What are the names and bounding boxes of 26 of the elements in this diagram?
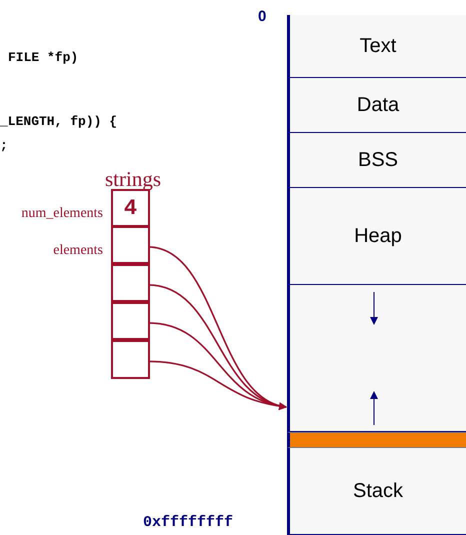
memory-segment	[287, 448, 466, 535]
field-name: elements	[53, 243, 103, 259]
field-value: 4	[124, 196, 138, 220]
field-name: num_elements	[21, 206, 103, 222]
address-label: 0	[258, 8, 266, 25]
marker-bar	[287, 432, 466, 448]
segment-label: Heap	[354, 224, 402, 248]
segment-label: Data	[356, 94, 400, 116]
free-memory-region	[287, 285, 466, 432]
segment-label: Stack	[352, 480, 404, 502]
pointer-cell	[111, 302, 150, 340]
memory-segment	[287, 133, 466, 188]
address-label: 0xffffffff	[143, 514, 234, 531]
struct-name: strings	[105, 168, 162, 190]
segment-label: BSS	[358, 148, 398, 172]
code-line: _LENGTH, fp)) {	[0, 114, 118, 129]
memory-segment	[287, 188, 466, 285]
pointer-cell	[111, 340, 150, 379]
segment-label: Text	[360, 34, 396, 58]
pointer-cell	[111, 264, 150, 302]
field-cell	[111, 189, 150, 227]
pointer-cell	[111, 226, 150, 264]
memory-segment	[287, 78, 466, 133]
memory-segment	[287, 15, 466, 78]
code-line: ;	[0, 138, 8, 153]
code-line: FILE *fp)	[8, 50, 78, 65]
